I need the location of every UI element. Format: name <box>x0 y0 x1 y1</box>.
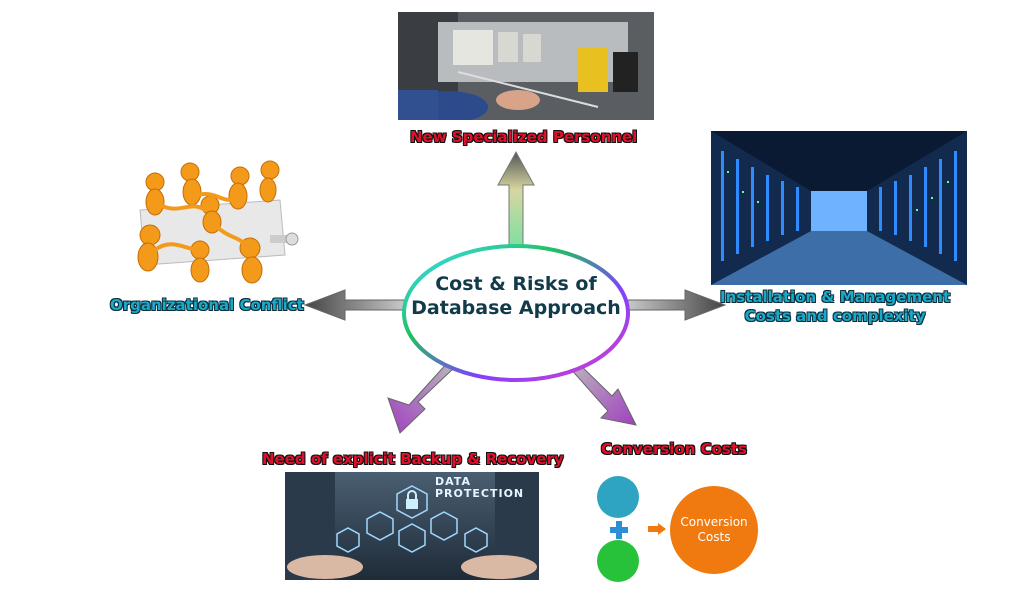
team-conflict-image <box>120 160 300 285</box>
data-protection-text: DATA PROTECTION <box>435 476 524 500</box>
source-data-circle <box>597 476 639 518</box>
conversion-costs-line2: Costs <box>697 530 731 544</box>
label-installation-line2: Costs and complexity <box>744 307 926 325</box>
plus-icon <box>610 521 628 539</box>
center-ellipse <box>402 244 630 382</box>
data-protection-image: DATA PROTECTION <box>285 472 539 580</box>
label-new-specialized-personnel: New Specialized Personnel <box>410 128 638 146</box>
label-organizational-conflict: Organizational Conflict <box>110 296 304 314</box>
arrow-right-icon <box>648 520 666 535</box>
label-backup-recovery: Need of explicit Backup & Recovery <box>262 450 564 468</box>
arrow-left <box>303 289 405 321</box>
label-installation-management: Installation & Management Costs and comp… <box>720 288 950 326</box>
conversion-costs-line1: Conversion <box>680 515 748 529</box>
conversion-costs-circle: Conversion Costs <box>670 486 758 574</box>
technician-image <box>398 12 654 120</box>
arrow-right <box>627 289 727 321</box>
center-title-line1: Cost & Risks of <box>435 273 597 295</box>
data-protection-line2: PROTECTION <box>435 487 525 500</box>
arrow-up <box>497 150 535 247</box>
server-room-image <box>711 131 967 285</box>
processing-circle <box>597 540 639 582</box>
center-title-line2: Database Approach <box>411 297 621 319</box>
arrow-bottom-left <box>387 359 457 434</box>
arrow-bottom-right <box>568 359 637 426</box>
label-conversion-costs: Conversion Costs <box>601 440 747 458</box>
data-protection-line1: DATA <box>435 475 471 488</box>
label-installation-line1: Installation & Management <box>720 288 951 306</box>
center-title: Cost & Risks of Database Approach <box>402 272 630 320</box>
